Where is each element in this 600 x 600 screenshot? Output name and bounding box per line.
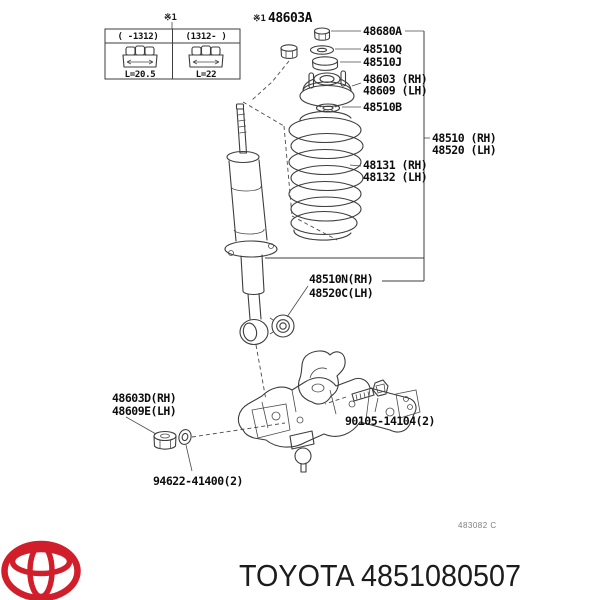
label-48510-rh: 48510 (RH) xyxy=(432,131,496,145)
bushing-drawing-48510N xyxy=(269,314,295,338)
support-mount-drawing-48603 xyxy=(299,70,355,108)
label-48510J: 48510J xyxy=(363,55,402,69)
callout-48603A: ※1 48603A xyxy=(251,11,313,101)
lower-arm-assembly-drawing xyxy=(237,350,421,473)
nut-drawing-48603D xyxy=(153,430,177,450)
variant-table: ※1 ( -1312) (1312- ) L=20.5 L=22 xyxy=(104,13,241,80)
label-48132-lh: 48132 (LH) xyxy=(363,170,427,184)
label-48603-rh: 48603 (RH) xyxy=(363,72,427,86)
table-col2-length: L=22 xyxy=(196,70,216,80)
table-col1-length: L=20.5 xyxy=(125,70,156,80)
figure-code: 483082 C xyxy=(458,521,497,530)
ref-mark: ※1 xyxy=(253,14,266,24)
washer-drawing-48510Q xyxy=(309,45,335,55)
label-48603D-rh: 48603D(RH) xyxy=(112,391,176,405)
assembly-dashed-lines xyxy=(191,101,347,438)
label-48680A: 48680A xyxy=(363,24,402,38)
washer-drawing-48510B xyxy=(315,103,341,113)
label-48510N-rh: 48510N(RH) xyxy=(309,272,373,286)
bolt-icon-short xyxy=(122,45,158,68)
part-labels: 48680A 48510Q 48510J 48603 (RH) 48609 (L… xyxy=(112,24,497,488)
bolt-icon-long xyxy=(188,45,224,68)
leader-lines xyxy=(125,30,430,472)
footer-caption: TOYOTA 4851080507 xyxy=(239,558,521,593)
label-48510B: 48510B xyxy=(363,100,402,114)
label-48609E-lh: 48609E(LH) xyxy=(112,404,176,418)
table-col1-header: ( -1312) xyxy=(118,32,159,42)
washer-drawing-94622 xyxy=(178,429,192,445)
coil-spring-drawing xyxy=(288,110,364,241)
table-col2-header: (1312- ) xyxy=(186,32,227,42)
label-48603A: 48603A xyxy=(268,11,313,26)
table-ref-mark: ※1 xyxy=(164,13,177,23)
label-48520C-lh: 48520C(LH) xyxy=(309,286,373,300)
label-48609-lh: 48609 (LH) xyxy=(363,84,427,98)
label-94622: 94622-41400(2) xyxy=(153,474,243,488)
toyota-logo-icon xyxy=(1,540,81,600)
nut-drawing-48680A xyxy=(313,27,331,41)
label-48520-lh: 48520 (LH) xyxy=(432,143,496,157)
nut-drawing-48603A xyxy=(280,44,298,59)
shock-absorber-drawing xyxy=(224,103,278,346)
bolt-drawing-90105 xyxy=(351,379,389,402)
label-48131-rh: 48131 (RH) xyxy=(363,158,427,172)
label-48510Q: 48510Q xyxy=(363,42,402,56)
label-90105: 90105-14104(2) xyxy=(345,414,435,428)
cushion-drawing-48510J xyxy=(311,56,339,71)
